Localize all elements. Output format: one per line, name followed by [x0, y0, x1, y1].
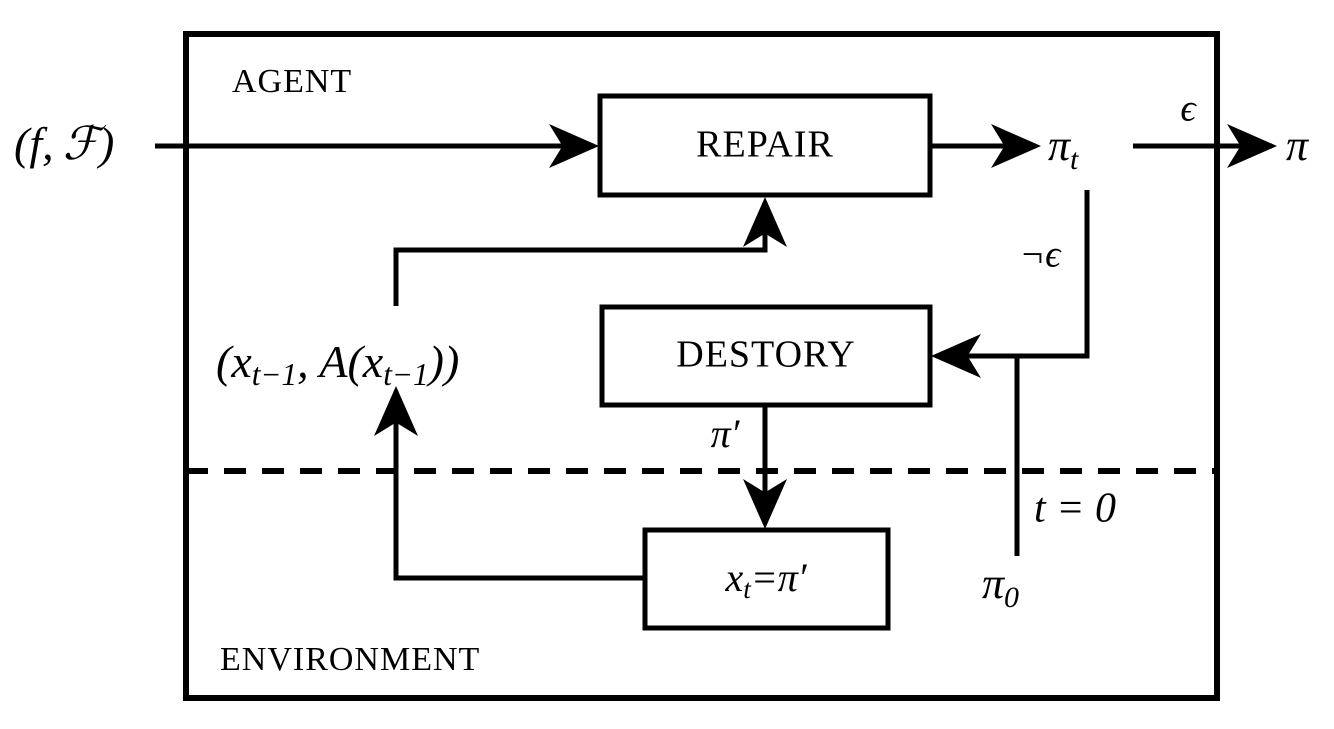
region-label-agent: AGENT	[232, 63, 352, 100]
node-label-state: xt=π′	[724, 555, 807, 604]
state-rest: =π′	[751, 555, 808, 600]
pi-0-sub: 0	[1004, 581, 1019, 614]
agent-environment-frame	[183, 31, 1220, 701]
label-pi-t: πt	[1048, 121, 1079, 176]
fb-close: )	[441, 336, 459, 387]
node-repair-box[interactable]	[597, 93, 933, 198]
fb-open: (	[216, 336, 234, 387]
edge-feedback-to-repair	[393, 197, 787, 306]
fb-comma: ,	[297, 336, 319, 387]
pi-t-sub: t	[1070, 143, 1079, 176]
label-pi-zero: π0	[982, 559, 1019, 614]
node-label-repair: REPAIR	[696, 124, 834, 166]
fb-inner-open: (	[347, 336, 365, 387]
node-label-destory: DESTORY	[676, 334, 855, 376]
fb-inner-close: )	[426, 336, 444, 387]
node-destory-box[interactable]	[599, 304, 933, 408]
label-pi-prime: π′	[711, 411, 741, 456]
edge-state-to-feedback	[374, 386, 645, 581]
pi-0-base: π	[982, 559, 1006, 608]
label-pi-output: π	[1286, 121, 1310, 170]
input-open: (	[14, 118, 32, 169]
fb-x2-base: x	[362, 336, 384, 387]
label-feedback-tuple: (xt−1, A(xt−1))	[216, 336, 459, 393]
region-label-environment: ENVIRONMENT	[220, 641, 480, 678]
fb-x2-sub: t−1	[383, 357, 428, 392]
label-epsilon: ϵ	[1180, 88, 1197, 130]
fb-a: A	[316, 336, 348, 387]
node-state-box[interactable]	[642, 527, 891, 631]
state-base: x	[724, 555, 743, 600]
label-input-tuple: (f, ℱ)	[14, 118, 114, 169]
pi-t-base: π	[1048, 121, 1072, 170]
input-close: )	[96, 118, 114, 169]
fb-x1-base: x	[230, 336, 252, 387]
edge-pi-t-to-destory	[931, 190, 1090, 378]
fb-x1-sub: t−1	[252, 357, 297, 392]
state-sub: t	[743, 574, 752, 604]
label-t-equals-zero: t = 0	[1034, 486, 1116, 532]
input-comma: ,	[42, 118, 63, 169]
label-not-epsilon: ¬ϵ	[1020, 234, 1063, 276]
